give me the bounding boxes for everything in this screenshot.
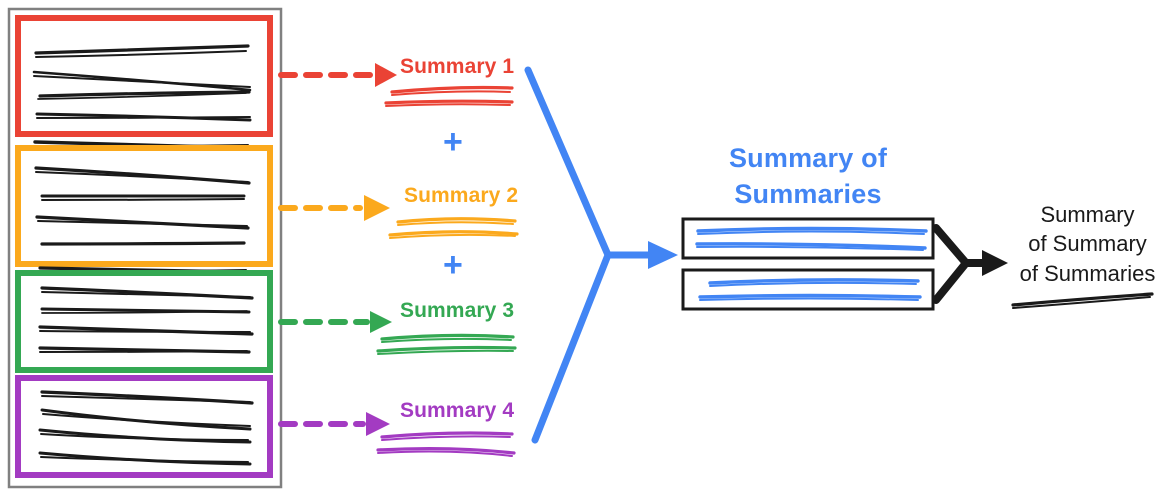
dashed-arrow-purple [278, 412, 390, 436]
dashed-arrow-red [278, 63, 397, 87]
source-group-green [15, 270, 273, 373]
final-summary-title-line-3: of Summaries [1019, 260, 1156, 286]
final-summary-title: Summary of Summary of Summaries [1010, 200, 1165, 288]
source-group-red [15, 15, 273, 150]
summary-of-summaries-title-line-2: Summaries [734, 179, 882, 210]
summary-3-label: Summary 3 [400, 299, 515, 322]
source-documents-frame [7, 7, 283, 489]
summary-2-label: Summary 2 [404, 184, 519, 207]
final-summary-title-line-1: Summary [1040, 202, 1135, 227]
plus-operator-2: + [443, 246, 463, 284]
dashed-arrow-green [278, 311, 392, 333]
summary-of-summaries-title: Summary of Summaries [683, 140, 933, 213]
source-group-orange [15, 145, 273, 274]
summary-of-summaries-box-1 [681, 217, 935, 260]
final-summary-line [1011, 292, 1154, 309]
source-group-orange-box [15, 145, 273, 267]
source-group-purple-box [15, 375, 273, 478]
dashed-arrow-orange [278, 195, 390, 221]
summary-1-lines [384, 85, 514, 107]
source-group-red-box [15, 15, 273, 137]
source-group-green-box [15, 270, 273, 373]
source-group-green-lines [38, 286, 254, 354]
source-group-purple [15, 375, 273, 478]
summary-4-label: Summary 4 [400, 399, 515, 422]
source-group-purple-lines [38, 390, 254, 466]
summary-2-lines [388, 217, 519, 239]
final-summary-title-line-2: of Summary [1028, 231, 1147, 257]
blue-merge-arrow [524, 66, 678, 444]
summary-3-lines [376, 333, 517, 355]
summary-4-lines [376, 431, 516, 457]
black-merge-arrow [932, 224, 1008, 304]
summary-1-label: Summary 1 [400, 55, 515, 78]
summary-of-summaries-title-line-1: Summary of [728, 143, 888, 173]
plus-operator-1: + [443, 123, 463, 161]
summary-of-summaries-box-2 [681, 268, 935, 311]
